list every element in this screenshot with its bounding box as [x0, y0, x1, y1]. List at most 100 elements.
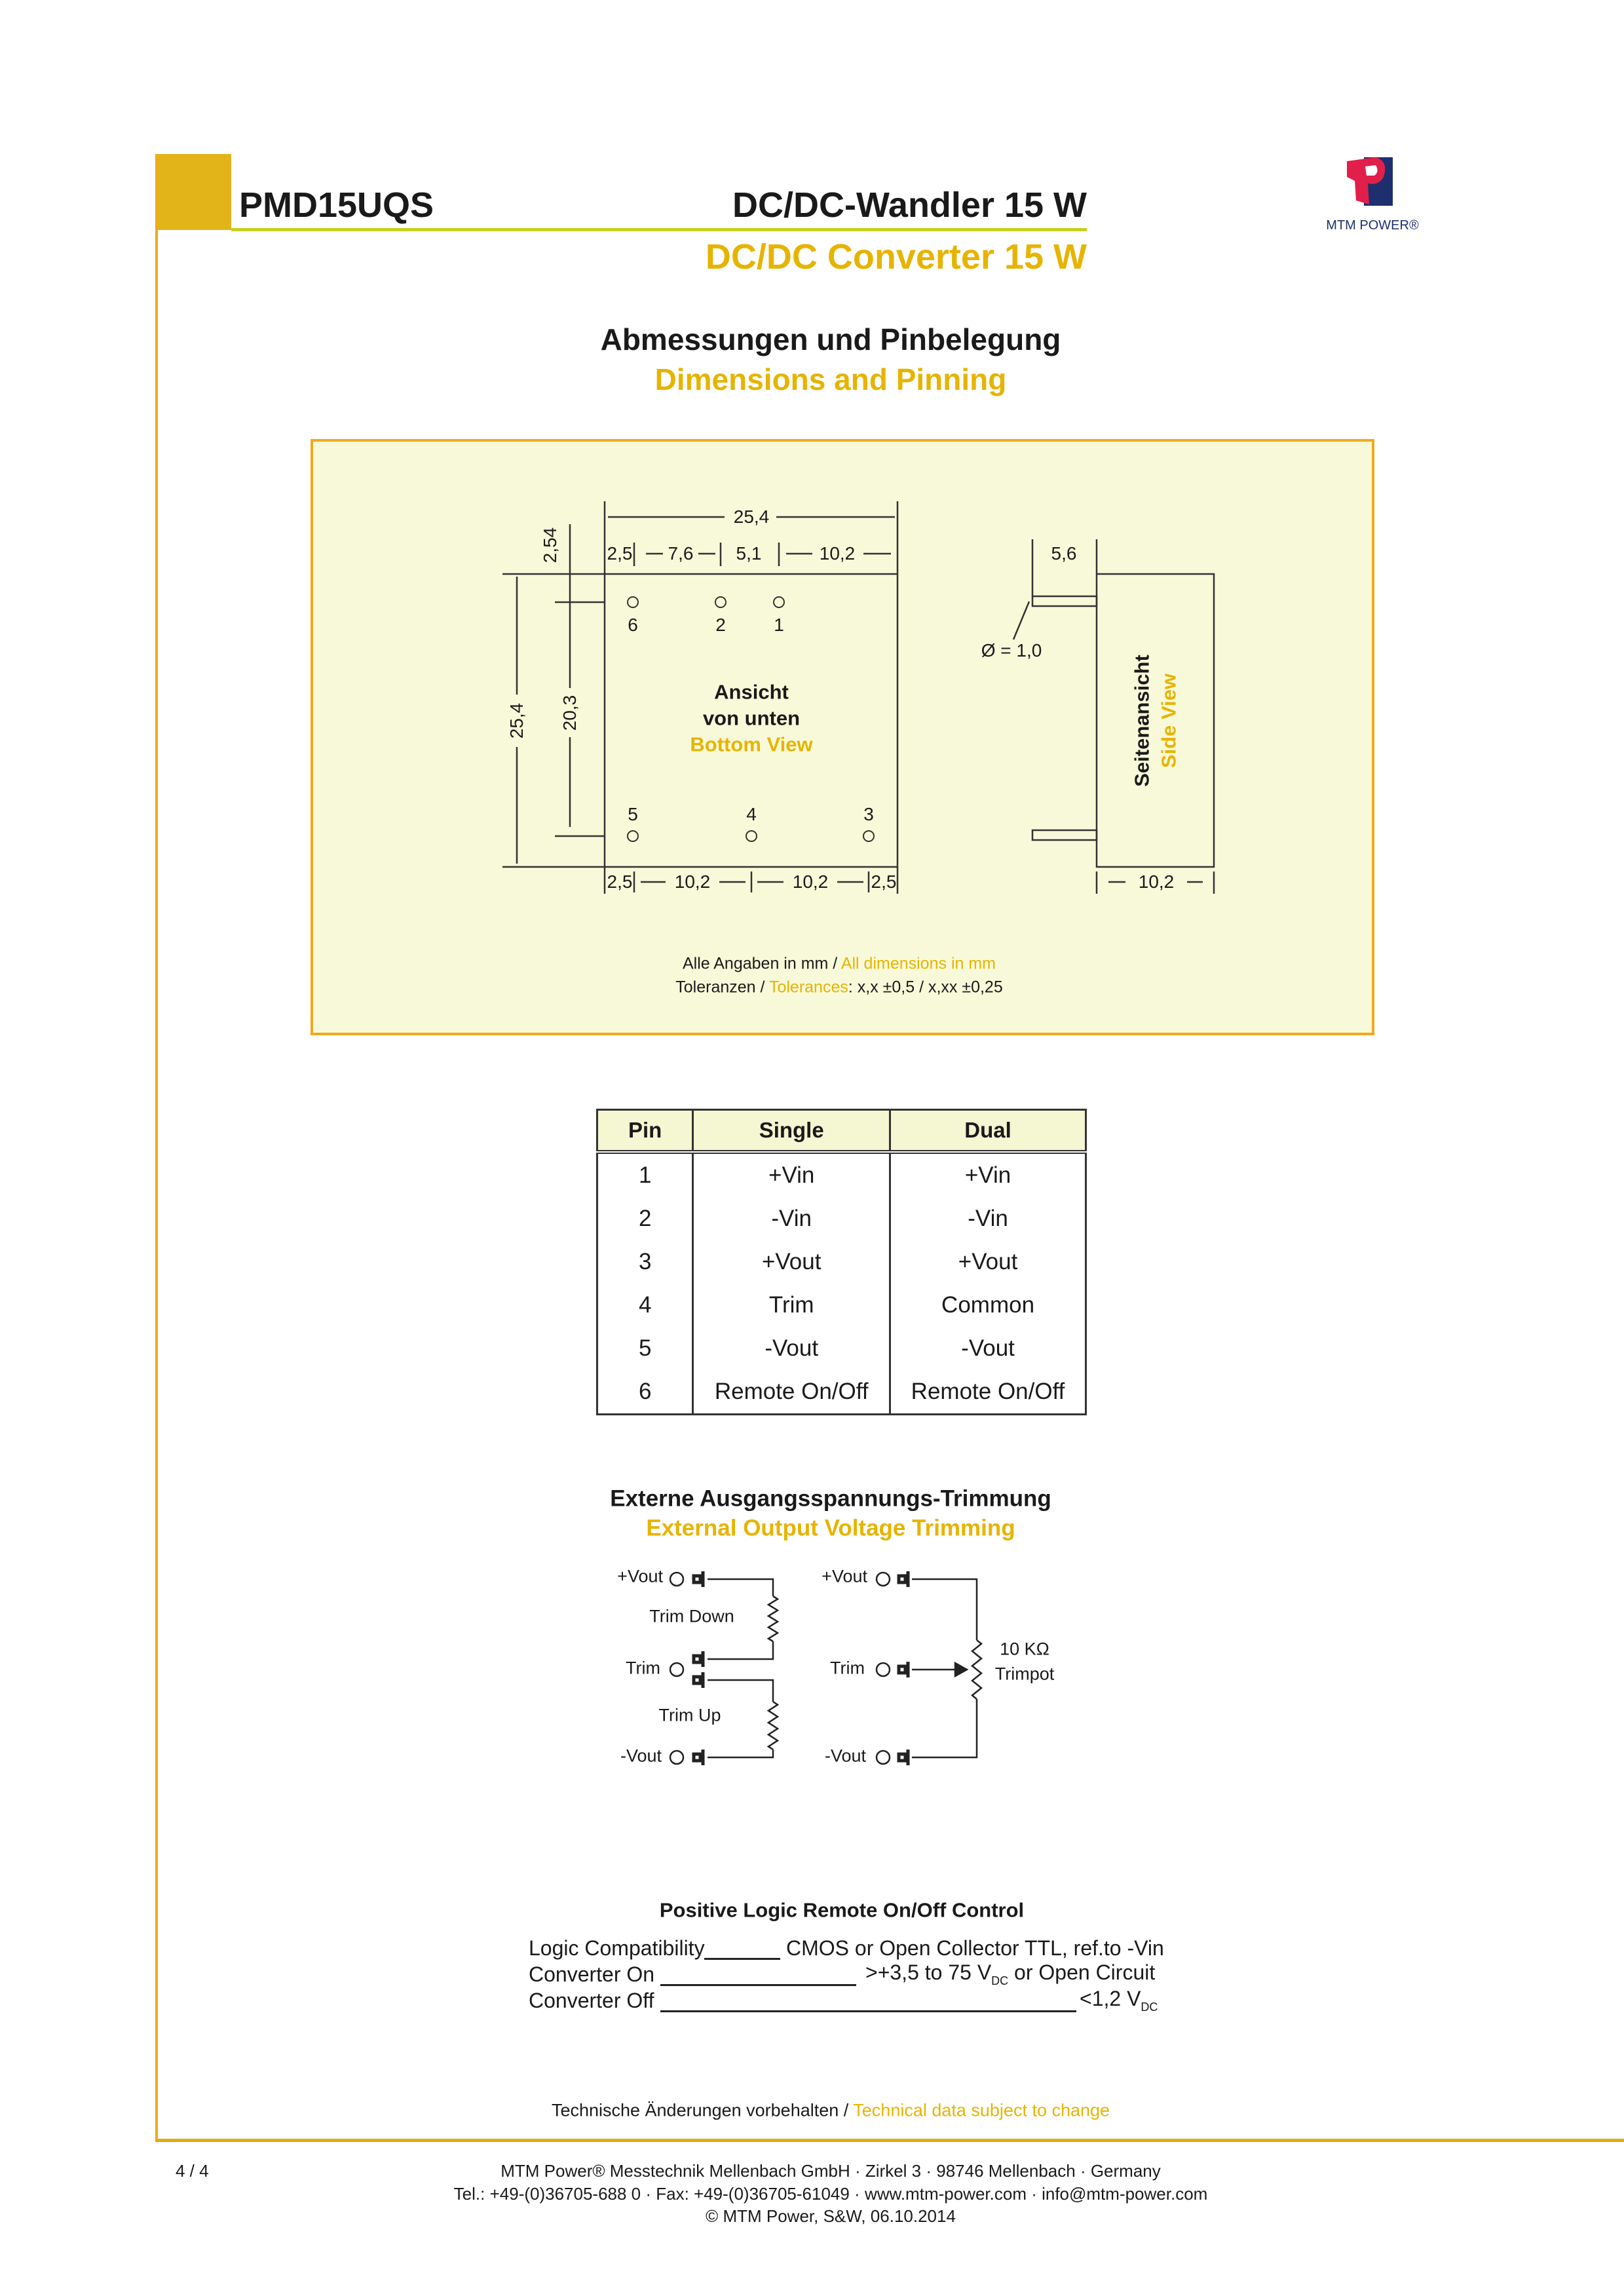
- connector-icon: [692, 1750, 705, 1765]
- terminal-circle-icon: [875, 1750, 891, 1765]
- table-row: 3+Vout+Vout: [597, 1240, 1086, 1284]
- dual-function: -Vin: [889, 1197, 1086, 1240]
- table-row: 1 +Vin+Vin: [597, 1152, 1086, 1197]
- trim-circuit-wires: [708, 1578, 983, 1759]
- logic-row1-value: CMOS or Open Collector TTL, ref.to -Vin: [786, 1936, 1164, 1960]
- side-view-outline: [1012, 539, 1215, 894]
- dim-bottom-3: 10,2: [792, 871, 829, 892]
- view-label-de-2: von unten: [702, 706, 801, 730]
- pin-label-5: 5: [628, 804, 638, 824]
- logo-mark-icon: [1347, 157, 1393, 206]
- pin-number: 6: [638, 1379, 652, 1404]
- terminal-circle-icon: [875, 1571, 891, 1587]
- resistor-trim-down-icon: [766, 1595, 780, 1643]
- units-note: Alle Angaben in mm / All dimensions in m…: [683, 955, 996, 972]
- logo-text: MTM POWER®: [1326, 218, 1419, 233]
- footer-copyright: © MTM Power, S&W, 06.10.2014: [706, 2206, 956, 2226]
- trim-title-de: Externe Ausgangsspannungs-Trimmung: [610, 1485, 1051, 1512]
- single-function: +Vin: [692, 1152, 890, 1197]
- frame-bottom-line: [155, 2139, 1624, 2142]
- view-label-de-1: Ansicht: [714, 680, 789, 704]
- pin-number: 1: [638, 1162, 652, 1188]
- dim-top-4: 10,2: [819, 543, 856, 564]
- unit-subscript: DC: [991, 1974, 1009, 1987]
- dual-function: +Vout: [889, 1240, 1086, 1284]
- dimension-lines: [502, 501, 899, 894]
- terminal-circle-icon: [875, 1662, 891, 1677]
- mtm-power-logo: [1342, 155, 1397, 208]
- dual-function: Remote On/Off: [889, 1370, 1086, 1415]
- title-en: DC/DC Converter 15 W: [705, 237, 1087, 277]
- pin-holes: [627, 596, 875, 842]
- terminal-circle-icon: [669, 1750, 685, 1765]
- change-notice-de: Technische Änderungen vorbehalten /: [551, 2100, 854, 2120]
- dim-top-total: 25,4: [733, 507, 770, 527]
- col-header-dual: Dual: [889, 1109, 1086, 1154]
- section-title-en: Dimensions and Pinning: [654, 362, 1007, 396]
- connector-icon: [897, 1662, 910, 1677]
- trim-up-label: Trim Up: [658, 1705, 721, 1725]
- header-accent-square: [155, 154, 231, 230]
- dim-top-3: 5,1: [736, 543, 762, 564]
- on-alternative: or Open Circuit: [1008, 1961, 1156, 1984]
- tolerance-de: Toleranzen /: [675, 978, 769, 997]
- unit-subscript: DC: [1141, 2000, 1158, 2014]
- connector-icon: [897, 1750, 910, 1765]
- leader-line: [704, 1958, 780, 1960]
- pin-number: 2: [638, 1206, 652, 1231]
- terminal-connectors: [669, 1571, 910, 1765]
- trimpot-value: 10 KΩ: [1000, 1639, 1049, 1659]
- trim-title-en: External Output Voltage Trimming: [646, 1515, 1015, 1541]
- dim-top-1: 2,5: [607, 543, 633, 564]
- single-function: Trim: [692, 1284, 890, 1327]
- leader-line: [660, 2010, 1076, 2012]
- dim-pin-diameter: Ø = 1,0: [981, 640, 1042, 660]
- on-threshold: >+3,5 to 75 V: [865, 1961, 992, 1984]
- dim-bottom-1: 2,5: [607, 871, 633, 892]
- pin-label-2: 2: [715, 615, 726, 635]
- dim-left-inner: 20,3: [559, 695, 580, 731]
- side-view-label-de: Seitenansicht: [1130, 655, 1154, 787]
- trim-right-plus-vout: +Vout: [821, 1566, 867, 1586]
- trim-left-minus-vout: -Vout: [620, 1746, 662, 1766]
- dim-left-total: 25,4: [506, 702, 527, 739]
- dual-function: +Vin: [889, 1152, 1086, 1197]
- dim-top-2: 7,6: [668, 543, 694, 564]
- connector-icon: [897, 1571, 910, 1587]
- pin-label-1: 1: [774, 615, 784, 635]
- logic-row3-value: <1,2 VDC: [1080, 1988, 1158, 2013]
- view-label-en: Bottom View: [690, 733, 813, 756]
- dual-function: -Vout: [889, 1327, 1086, 1370]
- trim-left-trim: Trim: [626, 1658, 660, 1678]
- side-view-label-en: Side View: [1157, 673, 1180, 769]
- footer-address: MTM Power® Messtechnik Mellenbach GmbH ·…: [500, 2161, 1161, 2181]
- col-header-pin: Pin: [597, 1109, 693, 1154]
- dim-side-width: 5,6: [1051, 543, 1077, 564]
- connector-icon: [692, 1672, 705, 1688]
- connector-icon: [692, 1651, 705, 1667]
- tolerance-values: : x,x ±0,5 / x,xx ±0,25: [848, 978, 1003, 997]
- product-model: PMD15UQS: [239, 185, 434, 225]
- pin-label-4: 4: [746, 804, 757, 824]
- off-threshold: <1,2 V: [1080, 1987, 1141, 2010]
- logic-row1-label: Logic Compatibility: [529, 1936, 705, 1960]
- table-row: 2-Vin-Vin: [597, 1197, 1086, 1240]
- dual-function: Common: [889, 1284, 1086, 1327]
- dimensions-panel: [311, 439, 1374, 1035]
- trim-left-plus-vout: +Vout: [617, 1566, 663, 1586]
- pin-number: 4: [638, 1292, 652, 1318]
- logic-row2-label: Converter On: [529, 1962, 655, 1986]
- single-function: +Vout: [692, 1240, 890, 1284]
- page-number: 4 / 4: [176, 2161, 209, 2181]
- connector-icon: [692, 1571, 705, 1587]
- title-de: DC/DC-Wandler 15 W: [732, 185, 1087, 225]
- resistor-trim-up-icon: [766, 1700, 780, 1751]
- footer-contact: Tel.: +49-(0)36705-688 0 · Fax: +49-(0)3…: [453, 2184, 1208, 2204]
- single-function: -Vout: [692, 1327, 890, 1370]
- trimpot-resistor-icon: [971, 1639, 983, 1700]
- change-notice-en: Technical data subject to change: [853, 2100, 1110, 2120]
- pin-label-6: 6: [628, 615, 638, 635]
